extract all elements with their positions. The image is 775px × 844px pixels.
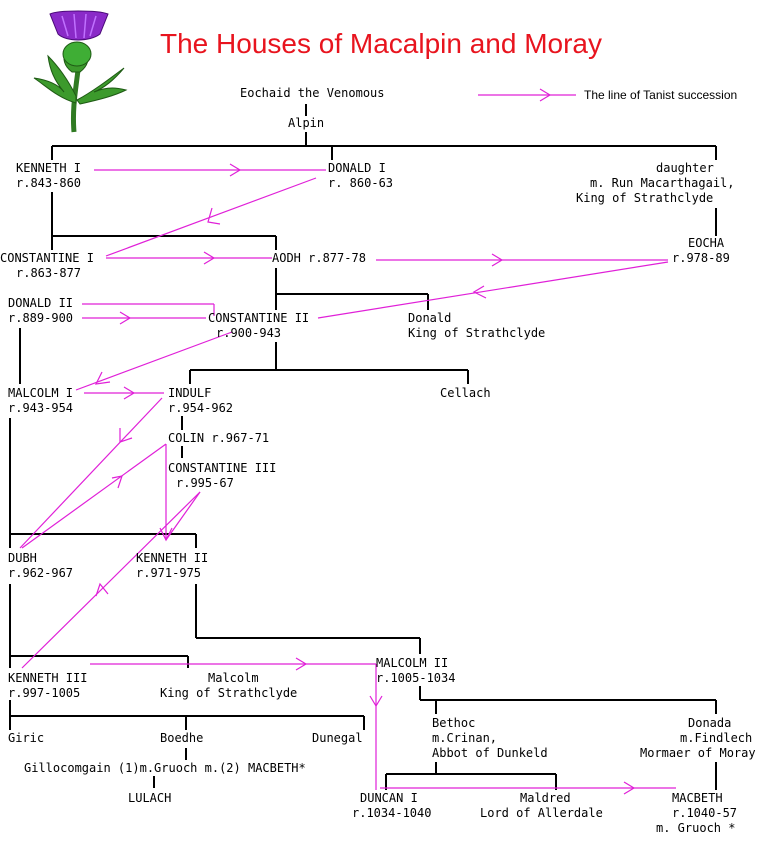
- kenneth2-name: KENNETH II: [136, 551, 209, 565]
- dubh-reign: r.962-967: [8, 566, 74, 580]
- donada-title: Mormaer of Moray: [640, 746, 756, 760]
- donald1-name: DONALD I: [328, 161, 386, 175]
- macbeth-marriage: m. Gruoch *: [656, 821, 736, 835]
- lulach-name: LULACH: [128, 791, 172, 805]
- eochaid-name: Eochaid the Venomous: [240, 86, 385, 100]
- dunegal-name: Dunegal: [312, 731, 363, 745]
- eocha-name: EOCHA: [688, 236, 725, 250]
- tanist-lines: [19, 88, 676, 795]
- kenneth1-name: KENNETH I: [16, 161, 82, 175]
- malcolm-strathclyde-title: King of Strathclyde: [160, 686, 298, 700]
- donald2-name: DONALD II: [8, 296, 74, 310]
- thistle-icon: [33, 10, 128, 133]
- donald2-reign: r.889-900: [8, 311, 74, 325]
- donald-strathclyde-title: King of Strathclyde: [408, 326, 546, 340]
- macbeth-reign: r.1040-57: [672, 806, 738, 820]
- daughter-name: daughter: [656, 161, 714, 175]
- aodh-name: AODH r.877-78: [272, 251, 366, 265]
- constantine2-reign: r.900-943: [216, 326, 282, 340]
- malcolm2-name: MALCOLM II: [376, 656, 449, 670]
- colin-name: COLIN r.967-71: [168, 431, 270, 445]
- cellach-name: Cellach: [440, 386, 491, 400]
- malcolm1-reign: r.943-954: [8, 401, 74, 415]
- constantine3-reign: r.995-67: [176, 476, 234, 490]
- indulf-name: INDULF: [168, 386, 212, 400]
- boedhe-name: Boedhe: [160, 731, 204, 745]
- daughter-title: King of Strathclyde: [576, 191, 714, 205]
- macbeth-name: MACBETH: [672, 791, 723, 805]
- kenneth2-reign: r.971-975: [136, 566, 202, 580]
- malcolm1-name: MALCOLM I: [8, 386, 74, 400]
- bethoc-title: Abbot of Dunkeld: [432, 746, 548, 760]
- donada-name: Donada: [688, 716, 732, 730]
- maldred-name: Maldred: [520, 791, 571, 805]
- daughter-marriage: m. Run Macarthagail,: [590, 176, 735, 190]
- donada-marriage: m.Findlech: [680, 731, 753, 745]
- constantine1-name: CONSTANTINE I: [0, 251, 94, 265]
- donald-strathclyde-name: Donald: [408, 311, 452, 325]
- gruoch-marriages: Gillocomgain (1)m.Gruoch m.(2) MACBETH*: [24, 761, 306, 775]
- duncan1-name: DUNCAN I: [360, 791, 418, 805]
- bethoc-marriage: m.Crinan,: [432, 731, 498, 745]
- maldred-title: Lord of Allerdale: [480, 806, 603, 820]
- alpin-name: Alpin: [288, 116, 325, 130]
- diagram-title: The Houses of Macalpin and Moray: [160, 28, 602, 59]
- constantine2-name: CONSTANTINE II: [208, 311, 310, 325]
- giric-name: Giric: [8, 731, 45, 745]
- kenneth3-reign: r.997-1005: [8, 686, 81, 700]
- bethoc-name: Bethoc: [432, 716, 476, 730]
- constantine3-name: CONSTANTINE III: [168, 461, 277, 475]
- indulf-reign: r.954-962: [168, 401, 234, 415]
- kenneth3-name: KENNETH III: [8, 671, 88, 685]
- legend-label: The line of Tanist succession: [584, 88, 738, 102]
- dubh-name: DUBH: [8, 551, 37, 565]
- kenneth1-reign: r.843-860: [16, 176, 82, 190]
- duncan1-reign: r.1034-1040: [352, 806, 432, 820]
- donald1-reign: r. 860-63: [328, 176, 394, 190]
- lineage-lines: [9, 104, 717, 790]
- malcolm2-reign: r.1005-1034: [376, 671, 456, 685]
- constantine1-reign: r.863-877: [16, 266, 82, 280]
- malcolm-strathclyde-name: Malcolm: [208, 671, 259, 685]
- eocha-reign: r.978-89: [672, 251, 730, 265]
